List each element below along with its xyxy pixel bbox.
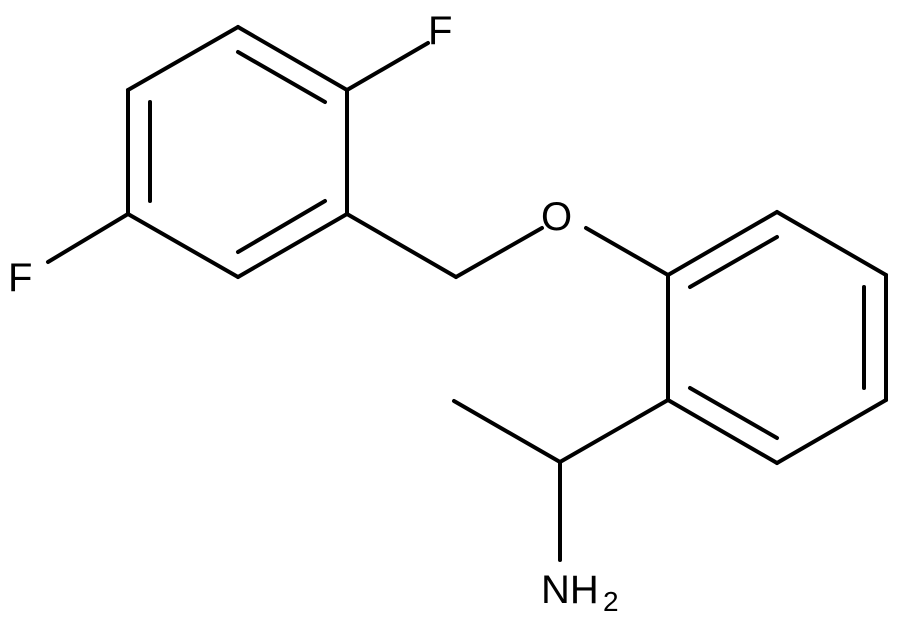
fluorine-left-label: F (8, 256, 32, 300)
bond (775, 398, 888, 465)
bond-to-fluorine-top (345, 41, 430, 92)
bond-ring-to-ch (558, 398, 670, 464)
bond (666, 398, 779, 465)
double-bond-inner (236, 50, 327, 104)
bond-oxygen-to-ring (584, 226, 670, 277)
bond (666, 210, 779, 277)
bond (236, 212, 349, 279)
fluorine-top-label: F (428, 9, 452, 53)
difluorophenyl-ring (126, 25, 349, 279)
bond-ch2-to-oxygen (454, 226, 544, 279)
bond (236, 25, 349, 92)
amine-subscript: 2 (603, 586, 619, 617)
bond-ring-to-ch2 (345, 212, 458, 279)
bond (126, 25, 240, 92)
oxygen-label: O (541, 195, 572, 239)
double-bond-inner (236, 199, 327, 254)
bond-to-fluorine-left (46, 212, 130, 264)
bond-ch-to-methyl (452, 399, 562, 464)
double-bond-inner (688, 235, 779, 289)
bond (775, 210, 888, 277)
amine-label: NH (541, 568, 599, 612)
double-bond-inner (688, 386, 779, 440)
bond (126, 212, 240, 279)
phenyl-ring (666, 210, 888, 465)
